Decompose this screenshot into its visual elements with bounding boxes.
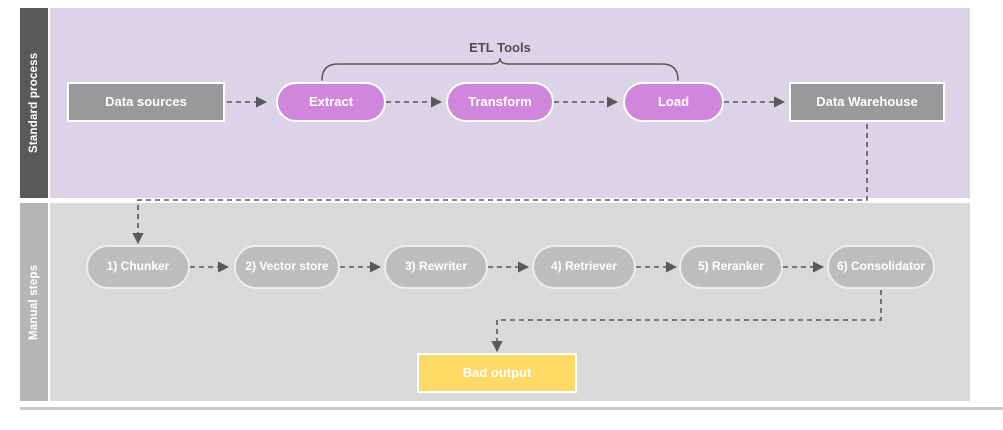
node-rewriter[interactable]: 3) Rewriter bbox=[384, 245, 488, 289]
node-rewriter-label: 3) Rewriter bbox=[404, 259, 468, 274]
node-data-warehouse-label: Data Warehouse bbox=[816, 93, 918, 109]
node-retriever-label: 4) Retriever bbox=[550, 259, 618, 274]
node-transform[interactable]: Transform bbox=[446, 82, 554, 122]
etl-tools-group: ETL Tools bbox=[300, 40, 700, 82]
node-bad-output-label: Bad output bbox=[462, 364, 532, 380]
node-chunker-label: 1) Chunker bbox=[106, 259, 170, 274]
node-data-sources[interactable]: Data sources bbox=[67, 82, 225, 122]
node-vector-store[interactable]: 2) Vector store bbox=[234, 245, 340, 289]
node-consolidator-label: 6) Consolidator bbox=[836, 259, 925, 274]
node-reranker-label: 5) Reranker bbox=[697, 259, 765, 274]
etl-tools-group-label: ETL Tools bbox=[469, 40, 531, 55]
lane-label-manual-steps: Manual steps bbox=[20, 203, 48, 401]
node-reranker[interactable]: 5) Reranker bbox=[679, 245, 783, 289]
footer-divider bbox=[20, 407, 1003, 410]
node-vector-store-label: 2) Vector store bbox=[245, 259, 329, 274]
node-bad-output[interactable]: Bad output bbox=[417, 353, 577, 393]
node-extract[interactable]: Extract bbox=[276, 82, 386, 122]
node-transform-label: Transform bbox=[468, 93, 532, 109]
node-load-label: Load bbox=[657, 93, 690, 109]
lane-label-standard-process: Standard process bbox=[20, 8, 48, 198]
curly-brace-icon bbox=[321, 58, 679, 81]
node-consolidator[interactable]: 6) Consolidator bbox=[827, 245, 935, 289]
node-extract-label: Extract bbox=[308, 93, 354, 109]
node-data-warehouse[interactable]: Data Warehouse bbox=[789, 82, 945, 122]
node-data-sources-label: Data sources bbox=[105, 93, 187, 109]
node-chunker[interactable]: 1) Chunker bbox=[86, 245, 190, 289]
node-load[interactable]: Load bbox=[623, 82, 724, 122]
node-retriever[interactable]: 4) Retriever bbox=[532, 245, 636, 289]
